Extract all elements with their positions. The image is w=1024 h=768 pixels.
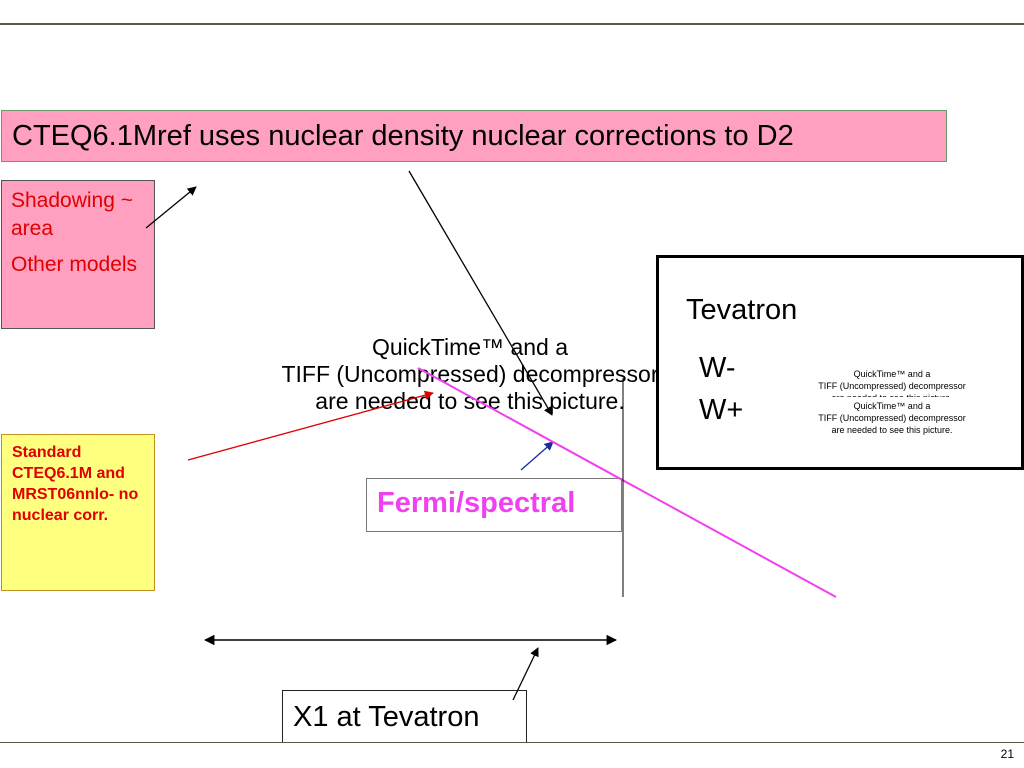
qt-line-1: QuickTime™ and a <box>372 334 568 360</box>
qt-small-upper-1: QuickTime™ and a <box>853 369 931 379</box>
standard-arrow <box>187 390 434 461</box>
fermi-label: Fermi/spectral <box>377 487 576 519</box>
qt-line-2: TIFF (Uncompressed) decompressor <box>281 361 659 387</box>
top-rule <box>0 23 1024 25</box>
qt-small-upper-3: are needed to see this picture. <box>777 392 1007 397</box>
title-arrow <box>408 170 553 416</box>
shadowing-box: Shadowing ~ area Other models <box>1 180 155 329</box>
qt-small-lower-3: are needed to see this picture. <box>831 425 953 435</box>
x1-arrow <box>512 647 539 701</box>
qt-small-upper: QuickTime™ and a TIFF (Uncompressed) dec… <box>777 368 1007 397</box>
bottom-rule <box>0 742 1024 743</box>
shadowing-arrow <box>145 186 197 229</box>
standard-box: Standard CTEQ6.1M and MRST06nnlo- no nuc… <box>1 434 155 591</box>
qt-small-upper-2: TIFF (Uncompressed) decompressor <box>818 381 966 391</box>
tevatron-box: Tevatron W- W+ QuickTime™ and a TIFF (Un… <box>656 255 1024 470</box>
other-models-label: Other models <box>11 253 138 276</box>
magenta-line <box>417 367 837 598</box>
w-minus-label: W- <box>699 352 736 384</box>
qt-line-3: are needed to see this picture. <box>315 388 625 414</box>
fermi-arrow <box>520 441 554 471</box>
w-plus-label: W+ <box>699 394 744 426</box>
x1-box: X1 at Tevatron <box>282 690 527 743</box>
quicktime-placeholder: QuickTime™ and a TIFF (Uncompressed) dec… <box>230 334 710 415</box>
standard-label: Standard CTEQ6.1M and MRST06nnlo- no nuc… <box>12 444 139 524</box>
slide-title: CTEQ6.1Mref uses nuclear density nuclear… <box>12 120 794 152</box>
qt-small-lower-2: TIFF (Uncompressed) decompressor <box>818 413 966 423</box>
shadowing-label: Shadowing ~ area <box>11 189 134 240</box>
qt-small-lower: QuickTime™ and a TIFF (Uncompressed) dec… <box>777 400 1007 436</box>
x1-label: X1 at Tevatron <box>293 701 480 733</box>
qt-small-lower-1: QuickTime™ and a <box>853 401 931 411</box>
tevatron-title: Tevatron <box>686 294 798 326</box>
slide-number: 21 <box>1000 747 1014 761</box>
title-box: CTEQ6.1Mref uses nuclear density nuclear… <box>1 110 947 162</box>
fermi-box: Fermi/spectral <box>366 478 622 532</box>
